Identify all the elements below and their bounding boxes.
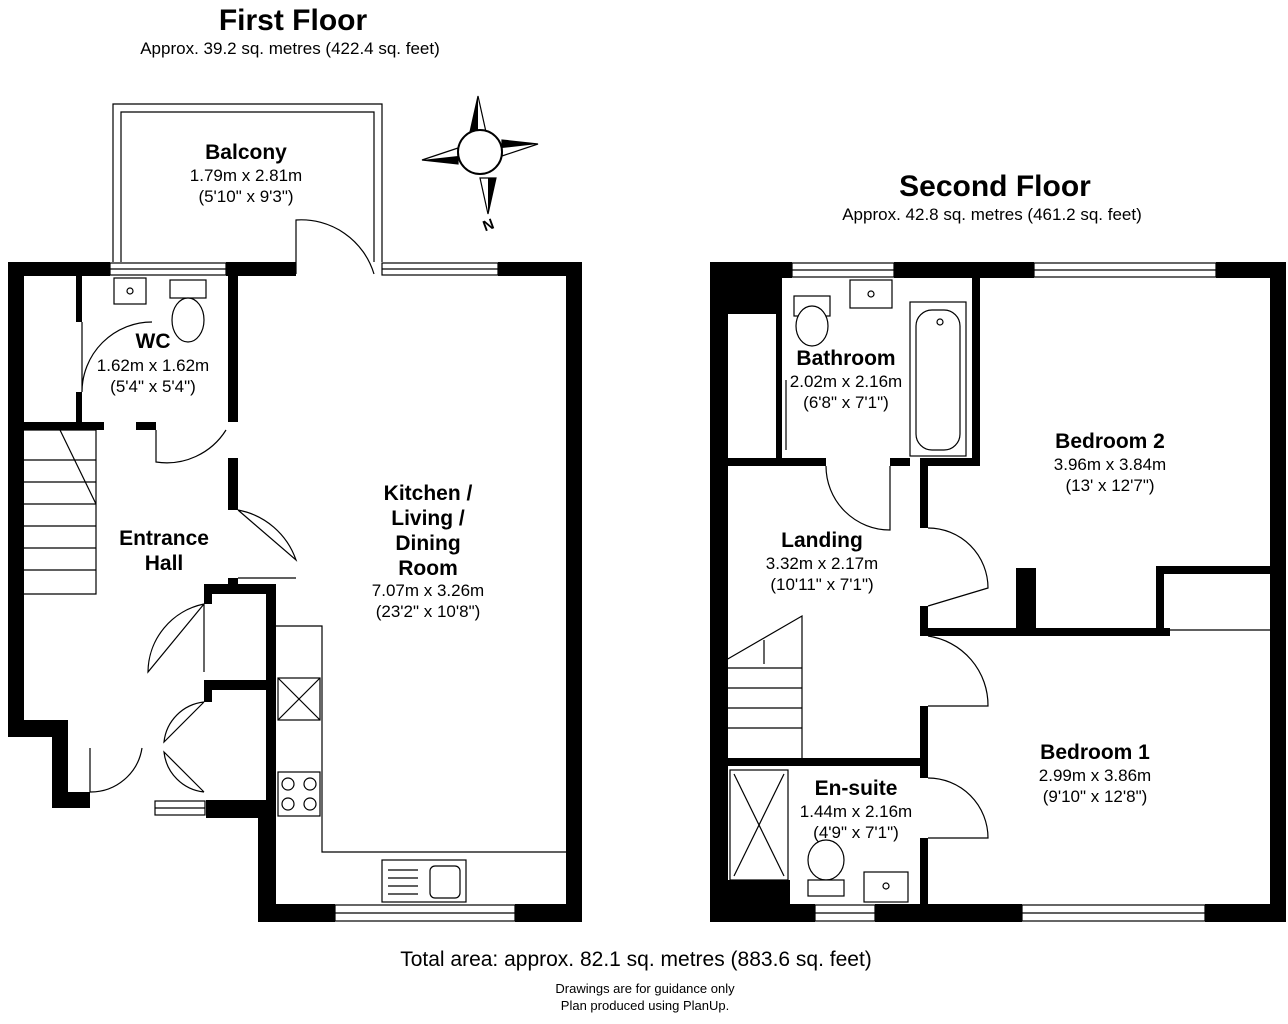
wc-label: WC bbox=[136, 330, 171, 353]
landing-metric: 3.32m x 2.17m bbox=[766, 554, 878, 573]
first-floor-plan: First Floor Approx. 39.2 sq. metres (422… bbox=[8, 4, 582, 922]
kitchen-label-3: Dining bbox=[395, 532, 460, 555]
kitchen-metric: 7.07m x 3.26m bbox=[372, 581, 484, 600]
second-floor-stairs bbox=[725, 614, 803, 758]
second-floor-plan: Second Floor Approx. 42.8 sq. metres (46… bbox=[710, 170, 1286, 922]
ensuite-metric: 1.44m x 2.16m bbox=[800, 802, 912, 821]
bathroom-imperial: (6'8" x 7'1") bbox=[803, 393, 889, 412]
kitchen-label-4: Room bbox=[398, 557, 458, 580]
toilet-cistern-icon bbox=[807, 879, 845, 897]
compass-north-label: N bbox=[481, 216, 497, 236]
ensuite-fixtures bbox=[729, 769, 909, 903]
entrance-hall-label-2: Hall bbox=[145, 552, 184, 575]
bedroom1-imperial: (9'10" x 12'8") bbox=[1043, 787, 1148, 806]
first-floor-area: Approx. 39.2 sq. metres (422.4 sq. feet) bbox=[140, 39, 440, 58]
bedroom2-imperial: (13' x 12'7") bbox=[1065, 476, 1154, 495]
landing-label: Landing bbox=[781, 529, 863, 552]
balcony-imperial: (5'10" x 9'3") bbox=[198, 187, 293, 206]
bedroom1-label: Bedroom 1 bbox=[1040, 741, 1150, 764]
ensuite-label: En-suite bbox=[815, 777, 898, 800]
toilet-icon bbox=[807, 839, 845, 881]
balcony-outline bbox=[112, 103, 383, 262]
balcony-metric: 1.79m x 2.81m bbox=[190, 166, 302, 185]
bedroom2-label: Bedroom 2 bbox=[1055, 430, 1165, 453]
first-floor-walls bbox=[8, 262, 582, 922]
first-floor-doors bbox=[81, 219, 375, 793]
toilet-cistern-icon bbox=[169, 279, 207, 299]
disclaimer: Drawings are for guidance only bbox=[555, 981, 735, 996]
basin-icon bbox=[113, 277, 147, 305]
first-floor-stairs bbox=[24, 429, 97, 595]
bedroom2-metric: 3.96m x 3.84m bbox=[1054, 455, 1166, 474]
second-floor-windows bbox=[791, 262, 1217, 922]
toilet-icon bbox=[171, 297, 205, 343]
second-floor-walls bbox=[710, 262, 1286, 922]
total-area: Total area: approx. 82.1 sq. metres (883… bbox=[400, 948, 872, 971]
second-floor-area: Approx. 42.8 sq. metres (461.2 sq. feet) bbox=[842, 205, 1142, 224]
basin-icon bbox=[863, 871, 909, 903]
kitchen-label-2: Living / bbox=[391, 507, 465, 530]
ensuite-imperial: (4'9" x 7'1") bbox=[813, 823, 899, 842]
entrance-hall-label-1: Entrance bbox=[119, 527, 209, 550]
wc-imperial: (5'4" x 5'4") bbox=[110, 377, 196, 396]
kitchen-label-1: Kitchen / bbox=[384, 482, 473, 505]
bathroom-fixtures bbox=[785, 279, 967, 457]
bathroom-metric: 2.02m x 2.16m bbox=[790, 372, 902, 391]
wc-metric: 1.62m x 1.62m bbox=[97, 356, 209, 375]
basin-icon bbox=[849, 279, 893, 309]
kitchen-units bbox=[276, 625, 566, 903]
kitchen-imperial: (23'2" x 10'8") bbox=[376, 602, 481, 621]
first-floor-windows bbox=[109, 262, 516, 922]
second-floor-doors bbox=[825, 465, 1270, 839]
compass-rose-icon: N bbox=[421, 95, 539, 236]
balcony-label: Balcony bbox=[205, 141, 287, 164]
first-floor-title: First Floor bbox=[219, 4, 368, 37]
bathroom-label: Bathroom bbox=[796, 347, 895, 370]
credit: Plan produced using PlanUp. bbox=[561, 998, 729, 1013]
wc-fixtures bbox=[113, 277, 207, 343]
second-floor-title: Second Floor bbox=[899, 170, 1091, 203]
toilet-icon bbox=[795, 305, 829, 347]
bedroom1-metric: 2.99m x 3.86m bbox=[1039, 766, 1151, 785]
landing-imperial: (10'11" x 7'1") bbox=[770, 575, 873, 594]
